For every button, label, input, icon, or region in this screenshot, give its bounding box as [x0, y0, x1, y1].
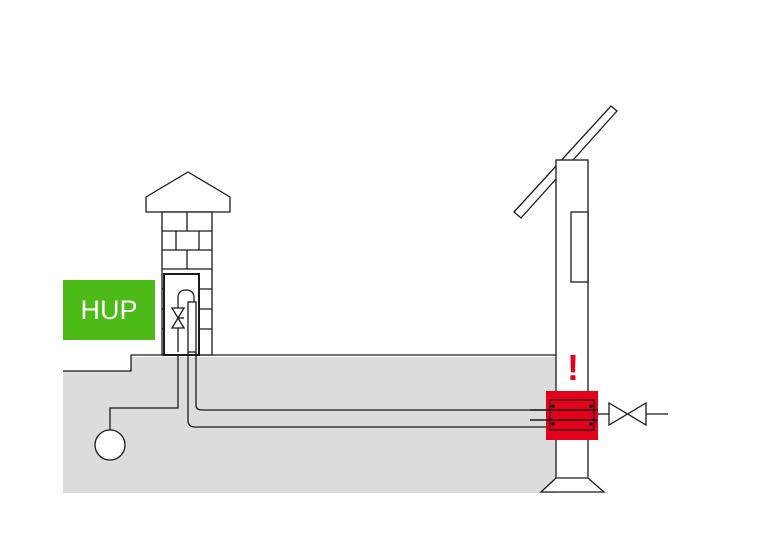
sleeve-bolt — [551, 404, 555, 408]
cabinet-post — [145, 171, 231, 356]
ground — [63, 354, 556, 493]
ground-fill — [63, 357, 556, 493]
post-roof-icon — [145, 171, 231, 213]
service-pipe-inner — [195, 352, 556, 411]
gas-tank-icon — [94, 429, 126, 461]
indoor-valve-assembly — [598, 401, 668, 427]
ground-line — [63, 354, 556, 372]
sleeve-bolt — [551, 422, 555, 426]
hup-label: HUP — [80, 295, 137, 325]
indoor-valve-icon — [608, 401, 647, 427]
riser-pipe — [177, 289, 195, 352]
riser-sleeve — [187, 301, 197, 353]
wall-sleeve: ! — [530, 347, 598, 440]
sleeve-bolt — [589, 404, 593, 408]
warning-mark: ! — [567, 347, 579, 388]
sleeve-bolt — [589, 422, 593, 426]
sleeve-block — [546, 391, 598, 440]
service-pipe-outer — [187, 352, 556, 428]
sleeve-core — [549, 399, 595, 431]
main-valve-assembly — [170, 289, 197, 353]
hup-badge-background — [63, 280, 155, 340]
hup-badge: HUP — [63, 280, 155, 340]
gas-tank — [94, 352, 179, 461]
house-window — [570, 211, 589, 283]
tank-supply-line — [109, 352, 179, 430]
service-pipe — [187, 352, 556, 428]
house-foundation — [539, 477, 606, 493]
